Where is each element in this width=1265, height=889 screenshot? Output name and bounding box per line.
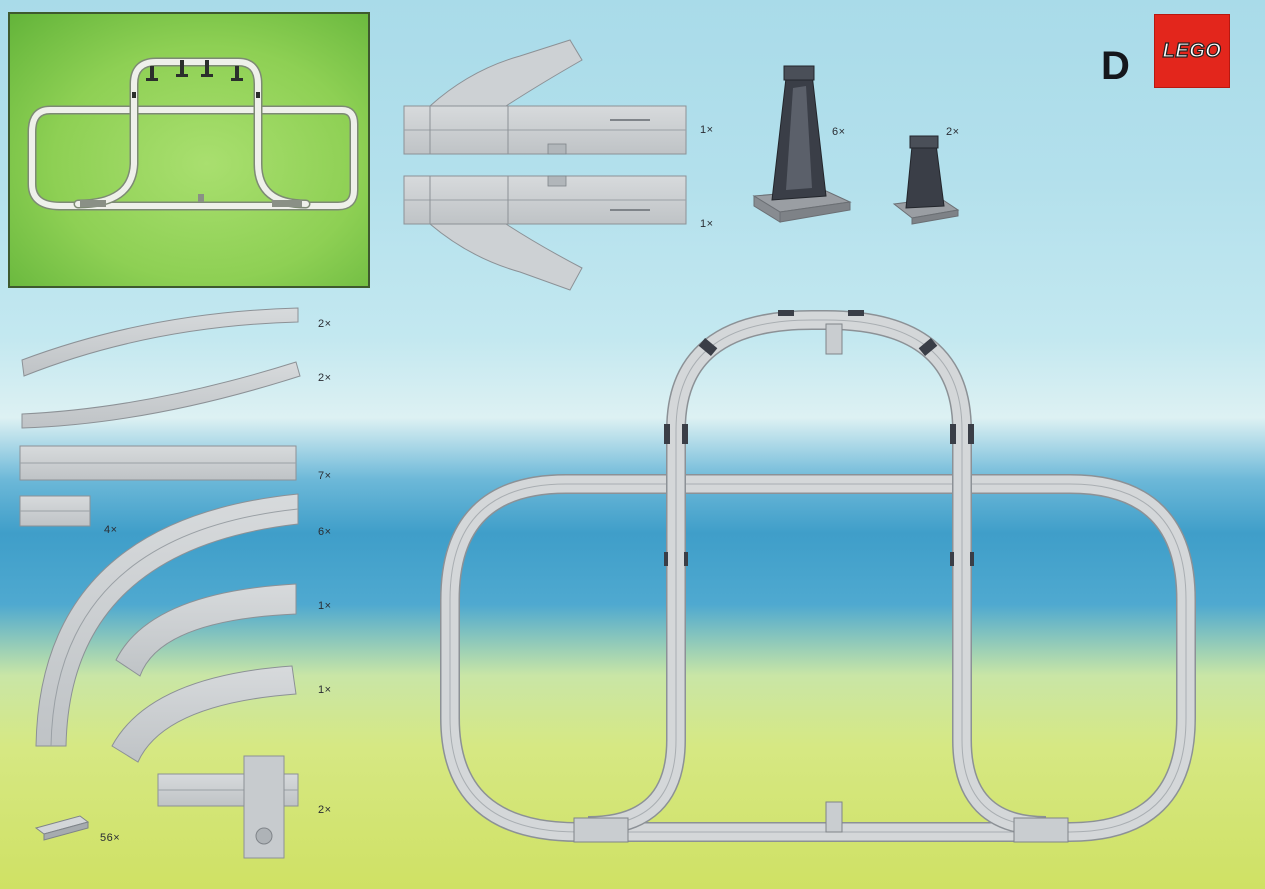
curve-small-a bbox=[115, 583, 297, 677]
layout-switch-pieces bbox=[573, 323, 1069, 843]
qty-straight-long: 7× bbox=[318, 470, 332, 482]
support-crossing-track bbox=[157, 755, 299, 859]
qty-short-support: 2× bbox=[946, 126, 960, 138]
qty-curve-large: 6× bbox=[318, 526, 332, 538]
switch-track-right bbox=[403, 175, 687, 291]
curve-large bbox=[35, 493, 299, 747]
layout-support-markers bbox=[664, 310, 974, 566]
switch-track-left bbox=[403, 39, 687, 155]
track-layout-plan bbox=[440, 310, 1196, 842]
flat-plate bbox=[34, 815, 90, 841]
curve-gentle-b bbox=[21, 361, 301, 429]
brand-logo: LEGO bbox=[1154, 14, 1230, 88]
qty-switch-right: 1× bbox=[700, 218, 714, 230]
curve-gentle-a bbox=[21, 307, 299, 377]
qty-curve-small-a: 1× bbox=[318, 600, 332, 612]
preview-track-drawing bbox=[27, 57, 359, 211]
qty-curve-gentle-a: 2× bbox=[318, 318, 332, 330]
short-support-pillar bbox=[892, 135, 960, 225]
qty-curve-gentle-b: 2× bbox=[318, 372, 332, 384]
tall-support-pillar bbox=[752, 65, 852, 223]
brand-logo-text: LEGO bbox=[1162, 39, 1222, 62]
qty-support-crossing: 2× bbox=[318, 804, 332, 816]
straight-long-track bbox=[19, 445, 297, 481]
curve-small-b bbox=[111, 665, 297, 763]
straight-short-track bbox=[19, 495, 91, 527]
layout-preview-photo bbox=[8, 12, 370, 288]
page-letter: D bbox=[1101, 44, 1130, 88]
qty-straight-short: 4× bbox=[104, 524, 118, 536]
qty-flat-plate: 56× bbox=[100, 832, 121, 844]
qty-tall-support: 6× bbox=[832, 126, 846, 138]
qty-curve-small-b: 1× bbox=[318, 684, 332, 696]
qty-switch-left: 1× bbox=[700, 124, 714, 136]
